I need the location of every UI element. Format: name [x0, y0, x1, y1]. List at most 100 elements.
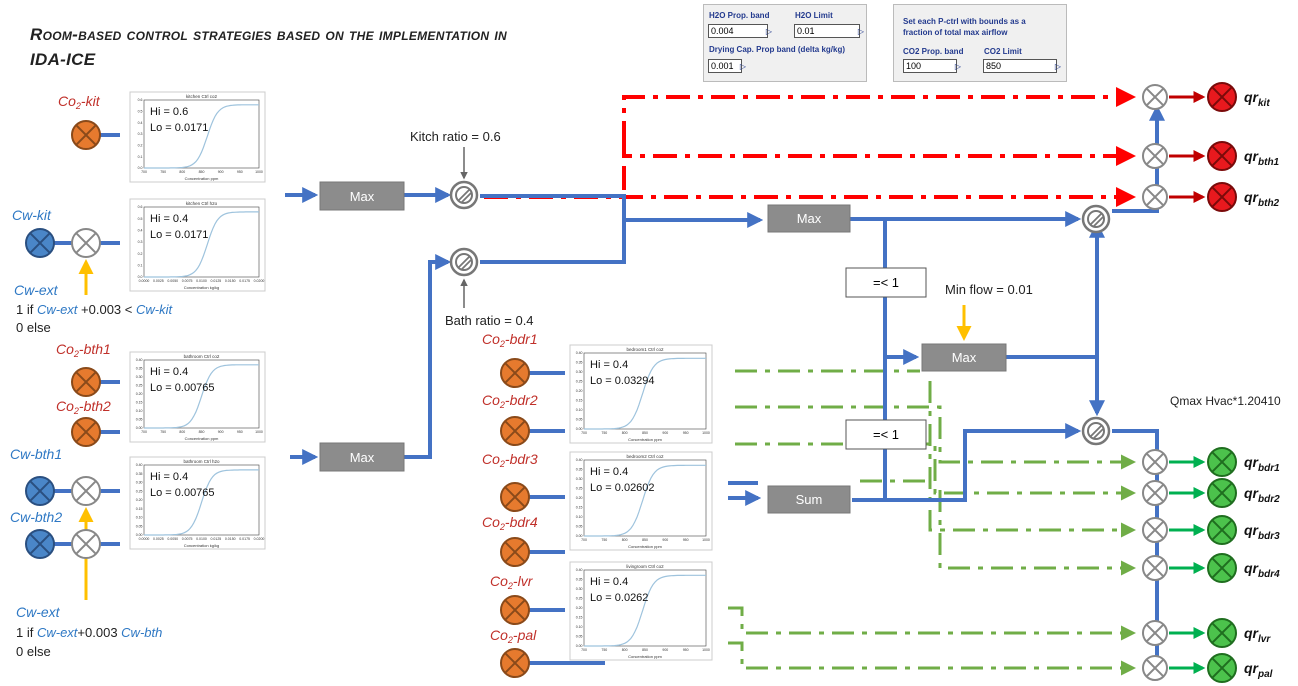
plot-ytick: 0.30 [576, 477, 583, 481]
drying-cap-field[interactable]: 0.001▷ [708, 59, 746, 73]
co2-limit-field[interactable]: 850▷ [983, 59, 1061, 73]
plot-ytick: 0.30 [576, 587, 583, 591]
plot-xtick: 850 [642, 538, 648, 542]
co2-bdr2-label: Co2-bdr2 [482, 392, 538, 410]
plot-curve [144, 104, 259, 169]
plot-xlabel: Concentration kg/kg [184, 543, 220, 548]
h2o-prop-band-value: 0.004 [711, 26, 734, 36]
max-block-kitchen: Max [319, 181, 405, 211]
green-room-signal-lines [728, 369, 1136, 676]
plot-ytick: 0.20 [576, 606, 583, 610]
plot-xlabel: Concentration ppm [185, 436, 219, 441]
plot-ytick: 0.00 [576, 427, 583, 431]
max-block-min-flow-label: Max [952, 350, 977, 365]
bath-ratio-label: Bath ratio = 0.4 [445, 313, 534, 328]
switch-node-bth2 [71, 529, 101, 559]
plot-xtick: 750 [601, 431, 607, 435]
output-label-lvr: qrlvr [1244, 625, 1271, 645]
plot-ytick: 0.30 [576, 370, 583, 374]
red-kitchen-bath-signal-lines [484, 87, 1136, 207]
plot-ytick: 0.15 [576, 616, 583, 620]
co2-bth2-label: Co2-bth2 [56, 398, 111, 416]
plot-ytick: 0.10 [136, 516, 143, 520]
multiply-node-bdr2 [1142, 480, 1168, 506]
plot-ytick: 0.30 [136, 375, 143, 379]
output-label-bdr1: qrbdr1 [1244, 454, 1280, 474]
plot-ytick: 0.3 [138, 240, 143, 244]
sensor-node-co2-bdr3 [500, 482, 530, 512]
plot-ytick: 0.05 [136, 418, 143, 422]
plot-curve [584, 464, 706, 537]
plot-ytick: 0.5 [138, 110, 143, 114]
plot-title: bedroom2 Ctrl co2 [626, 454, 664, 459]
plot-xtick: 800 [622, 538, 628, 542]
plot-xtick: 700 [141, 430, 147, 434]
plot-xtick: 0.0175 [239, 279, 250, 283]
plot-title: kitchen Ctrl co2 [186, 94, 218, 99]
plot-xtick: 0.0125 [211, 537, 222, 541]
room-split-node [1081, 416, 1111, 446]
plot-ytick: 0.40 [576, 568, 583, 572]
sensor-labels: Co2-kit Cw-kit Cw-ext Co2-bth1 Co2-bth2 … [10, 93, 538, 645]
output-labels: qrkitqrbth1qrbth2qrbdr1qrbdr2qrbdr3qrbdr… [1244, 89, 1280, 680]
max-block-bath: Max [319, 442, 405, 472]
h2o-limit-field[interactable]: 0.01▷ [794, 24, 864, 38]
multiply-node-lvr [1142, 620, 1168, 646]
co2-kit-label: Co2-kit [58, 93, 101, 111]
cw-ext-label-1: Cw-ext [14, 282, 59, 298]
plot-xlabel: Concentration ppm [628, 437, 662, 442]
plot-ytick: 0.35 [576, 578, 583, 582]
plot-ytick: 0.40 [136, 358, 143, 362]
plot-xtick: 800 [179, 430, 185, 434]
plot-xtick: 0.0150 [225, 537, 236, 541]
bath-ratio-node [449, 247, 479, 277]
plot-xtick: 950 [683, 431, 689, 435]
h2o-prop-band-field[interactable]: 0.004▷ [708, 24, 772, 38]
plot-ytick: 0.25 [576, 380, 583, 384]
output-node-pal [1207, 653, 1237, 683]
plot-hi: Hi = 0.6 [150, 106, 188, 118]
co2-lvr-label: Co2-lvr [490, 573, 534, 591]
max-block-total-label: Max [797, 211, 822, 226]
plot-lo: Lo = 0.0262 [590, 592, 648, 604]
plot-xtick: 900 [218, 170, 224, 174]
plot-xtick: 0.0125 [211, 279, 222, 283]
co2-bdr1-label: Co2-bdr1 [482, 331, 538, 349]
plot-ytick: 0.1 [138, 264, 143, 268]
plot-xtick: 900 [662, 538, 668, 542]
sensor-node-co2-bth1 [71, 367, 101, 397]
output-label-bth1: qrbth1 [1244, 148, 1280, 168]
plot-ytick: 0.35 [576, 468, 583, 472]
plot-ytick: 0.0 [138, 166, 143, 170]
plot-xtick: 800 [622, 431, 628, 435]
plot-xtick: 700 [141, 170, 147, 174]
plot-xtick: 950 [683, 648, 689, 652]
plot-lo: Lo = 0.00765 [150, 382, 215, 394]
sensor-node-co2-kit [71, 120, 101, 150]
plot-ytick: 0.4 [138, 121, 143, 125]
multiply-node-pal [1142, 655, 1168, 681]
plot-xtick: 850 [642, 431, 648, 435]
plot-xtick: 800 [179, 170, 185, 174]
plot-lo: Lo = 0.02602 [590, 482, 655, 494]
sensor-node-co2-pal [500, 648, 530, 678]
plot-ytick: 0.15 [576, 399, 583, 403]
plot-ytick: 0.25 [576, 597, 583, 601]
plot-ytick: 0.10 [576, 515, 583, 519]
plot-ytick: 0.3 [138, 132, 143, 136]
plot-xtick: 0.0200 [254, 279, 265, 283]
plot-xtick: 0.0050 [167, 537, 178, 541]
multiply-node-bth1 [1142, 143, 1168, 169]
switch-node-kit [71, 228, 101, 258]
output-label-kit: qrkit [1244, 89, 1270, 109]
sensor-node-cw-kit [25, 228, 55, 258]
plot-xtick: 0.0025 [153, 279, 164, 283]
co2-limit-label: CO2 Limit [984, 47, 1022, 56]
co2-prop-band-field[interactable]: 100▷ [903, 59, 961, 73]
plot-ytick: 0.25 [136, 384, 143, 388]
plot-xtick: 0.0075 [182, 279, 193, 283]
plot-ytick: 0.6 [138, 205, 143, 209]
plot-xtick: 800 [622, 648, 628, 652]
